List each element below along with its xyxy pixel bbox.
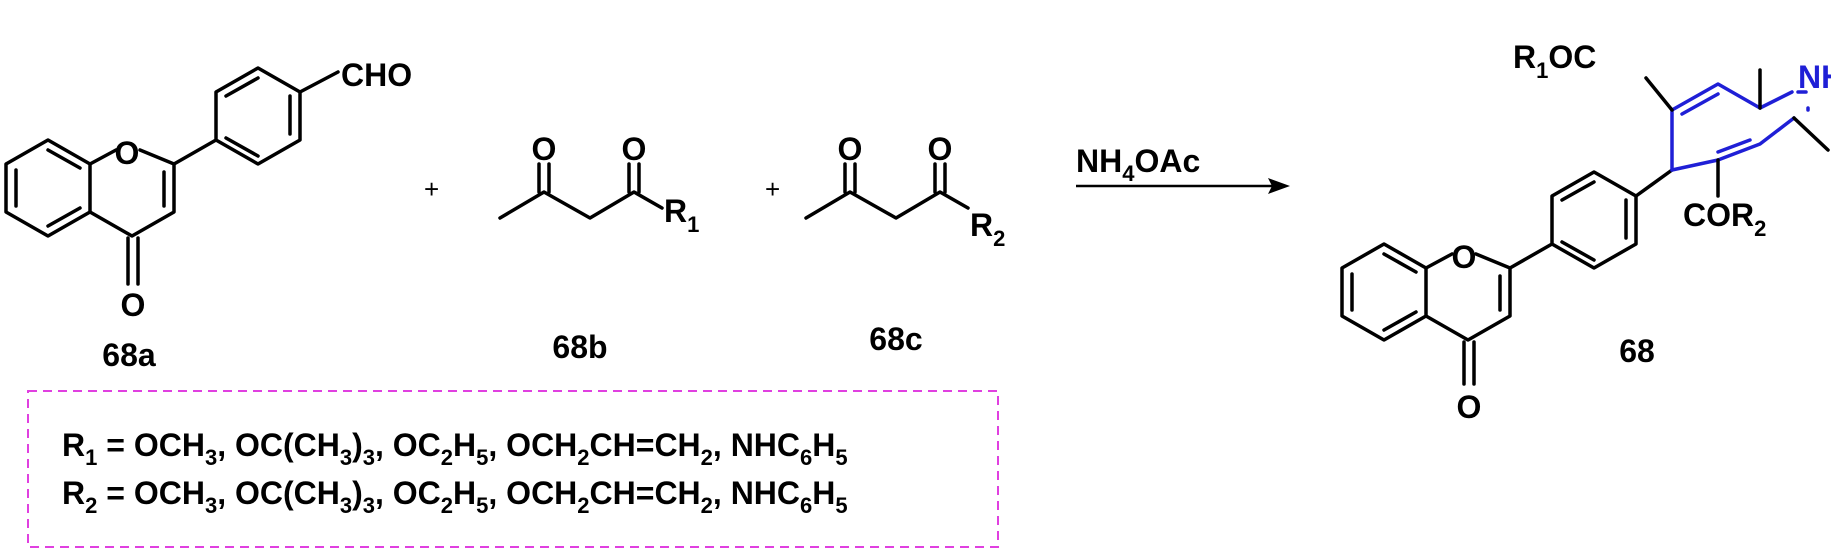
ring-oxygen: O bbox=[115, 135, 140, 171]
keto-oxygen-1: O bbox=[532, 131, 557, 167]
ester-left: R1OC bbox=[1513, 39, 1596, 83]
substituent-box: R1 = OCH3, OC(CH3)3, OC2H5, OCH2CH=CH2, … bbox=[27, 390, 999, 548]
compound-68: NH R1OC COR2 O O 68 bbox=[1340, 39, 1831, 425]
keto-oxygen-1: O bbox=[838, 131, 863, 167]
r2-group: R2 bbox=[970, 207, 1005, 251]
r1-group: R1 bbox=[664, 193, 699, 237]
compound-label-68a: 68a bbox=[102, 337, 156, 373]
ester-right: COR2 bbox=[1683, 197, 1766, 241]
compound-label-68c: 68c bbox=[869, 321, 922, 357]
reaction-arrow: NH4OAc bbox=[1076, 143, 1290, 194]
compound-68a: O O CHO 68a bbox=[4, 57, 412, 373]
keto-oxygen-2: O bbox=[622, 131, 647, 167]
keto-oxygen: O bbox=[121, 287, 146, 323]
keto-oxygen-2: O bbox=[928, 131, 953, 167]
plus-sign-1: + bbox=[424, 174, 439, 204]
compound-label-68b: 68b bbox=[552, 329, 607, 365]
compound-label-68: 68 bbox=[1619, 333, 1655, 369]
aldehyde-group: CHO bbox=[341, 57, 412, 93]
ring-oxygen: O bbox=[1452, 239, 1477, 275]
keto-oxygen: O bbox=[1457, 389, 1482, 425]
compound-68b: O O R1 68b bbox=[498, 131, 699, 365]
r2-definition: R2 = OCH3, OC(CH3)3, OC2H5, OCH2CH=CH2, … bbox=[62, 475, 848, 518]
compound-68c: O O R2 68c bbox=[804, 131, 1005, 357]
plus-sign-2: + bbox=[765, 174, 780, 204]
r1-definition: R1 = OCH3, OC(CH3)3, OC2H5, OCH2CH=CH2, … bbox=[62, 427, 848, 470]
nh-group: NH bbox=[1798, 59, 1831, 95]
reagent-label: NH4OAc bbox=[1076, 143, 1200, 186]
